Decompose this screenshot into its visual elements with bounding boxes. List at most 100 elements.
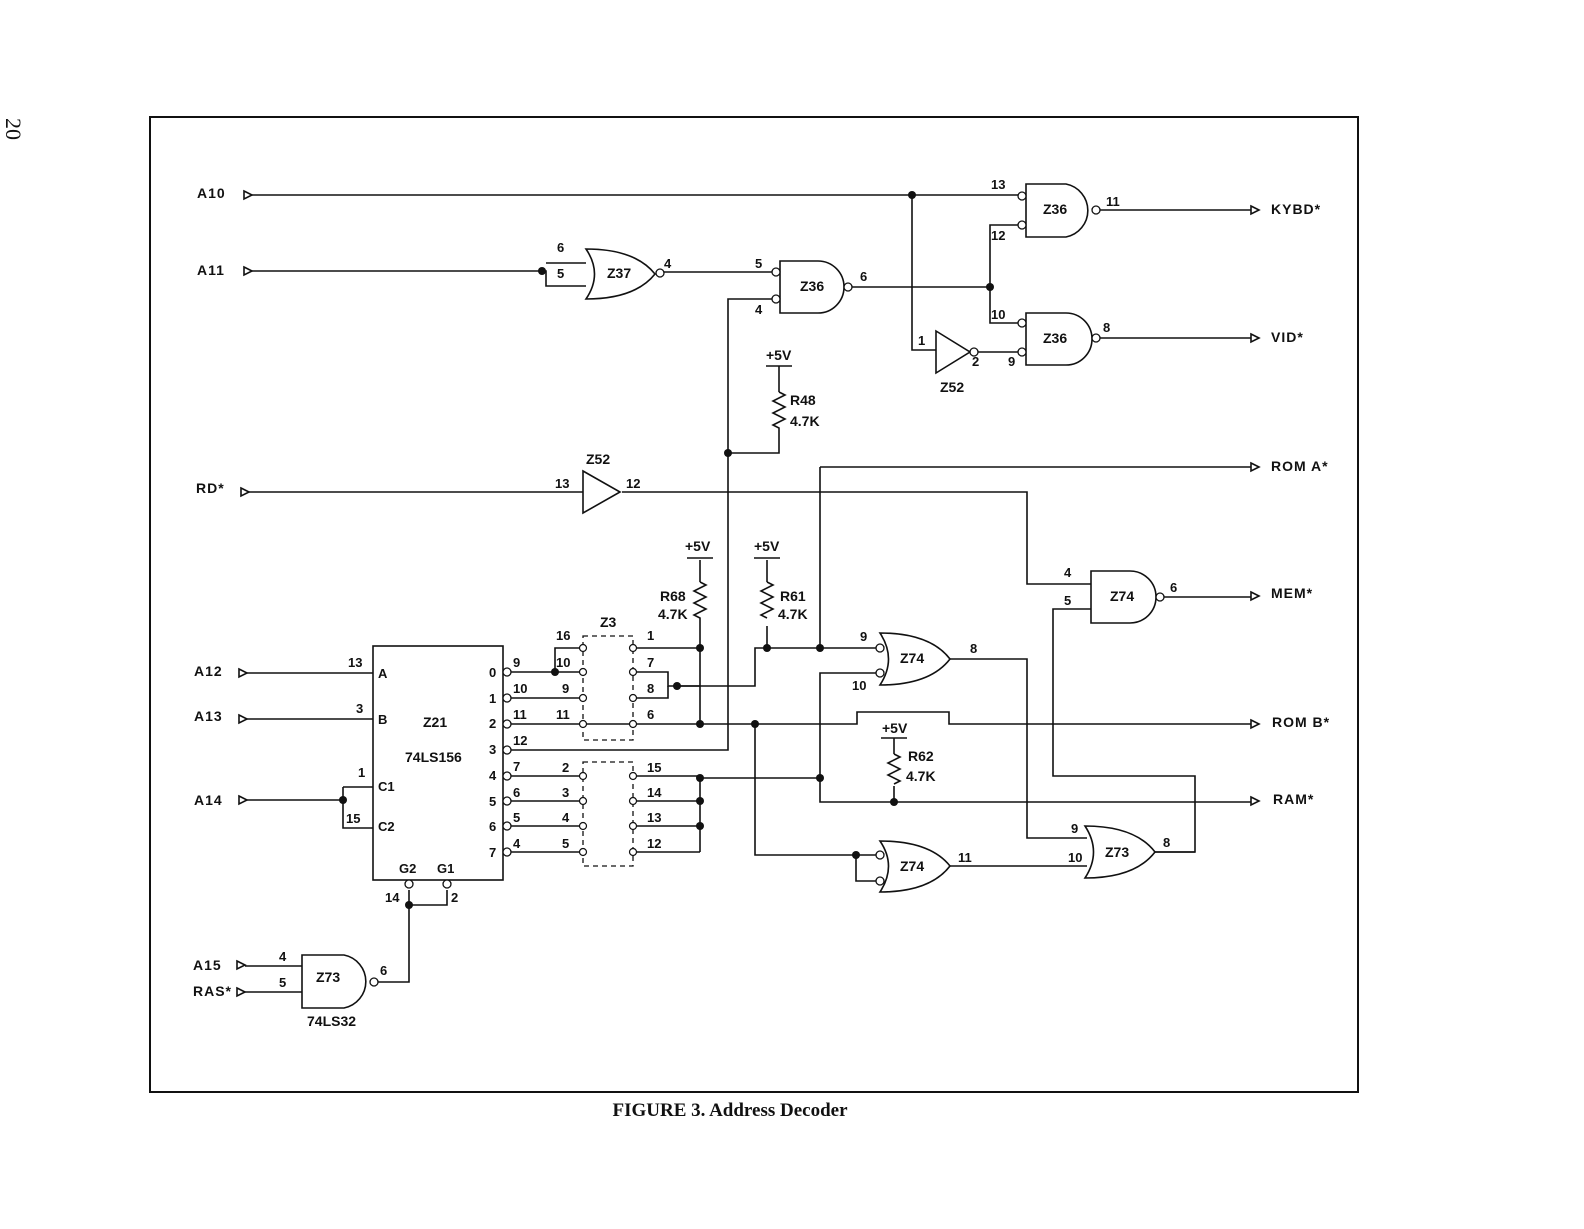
svg-text:10: 10	[513, 681, 527, 696]
decoder-z21: Z21 74LS156 A B C1 C2 G2 G1 0 1 2 3 4 5 …	[372, 645, 512, 889]
pin-numbers: 13 12 11 10 9 8 1 2 5 4 6 6 5 4 13 12 4 …	[279, 177, 1177, 990]
svg-text:5: 5	[557, 266, 564, 281]
gate-label: Z73	[316, 969, 340, 985]
figure-caption: FIGURE 3. Address Decoder	[612, 1100, 848, 1121]
output-4-label: 4	[489, 768, 497, 783]
svg-text:8: 8	[1163, 835, 1170, 850]
r61-label: R61	[780, 588, 806, 604]
svg-text:11: 11	[958, 850, 972, 865]
gate-z74-or-upper: Z74	[875, 632, 952, 686]
svg-text:11: 11	[1106, 194, 1120, 209]
svg-text:8: 8	[647, 681, 654, 696]
svg-text:4: 4	[513, 836, 521, 851]
svg-text:6: 6	[647, 707, 654, 722]
gate-label: Z74	[1110, 588, 1134, 604]
output-1-label: 1	[489, 691, 496, 706]
gate-label: Z74	[900, 858, 924, 874]
input-label-a10: A10	[197, 185, 226, 201]
r48-value: 4.7K	[790, 413, 820, 429]
gate-label: Z36	[800, 278, 824, 294]
output-0-label: 0	[489, 665, 496, 680]
svg-text:6: 6	[1170, 580, 1177, 595]
r62-label: R62	[908, 748, 934, 764]
gate-label: Z52	[940, 379, 964, 395]
svg-text:13: 13	[647, 810, 661, 825]
svg-text:10: 10	[852, 678, 866, 693]
input-label-ras: RAS*	[193, 983, 232, 999]
svg-text:6: 6	[380, 963, 387, 978]
svg-text:9: 9	[562, 681, 569, 696]
svg-text:1: 1	[918, 333, 925, 348]
gate-label: Z36	[1043, 330, 1067, 346]
svg-text:12: 12	[513, 733, 527, 748]
svg-text:11: 11	[513, 707, 527, 722]
vcc-label: +5V	[766, 347, 792, 363]
input-label-a15: A15	[193, 957, 222, 973]
svg-text:5: 5	[279, 975, 286, 990]
input-label-a12: A12	[194, 663, 223, 679]
svg-text:12: 12	[991, 228, 1005, 243]
input-label-rd: RD*	[196, 480, 225, 496]
svg-text:9: 9	[1071, 821, 1078, 836]
svg-text:10: 10	[1068, 850, 1082, 865]
gate-type-label: 74LS32	[307, 1013, 356, 1029]
svg-text:15: 15	[346, 811, 360, 826]
output-label-rom-b: ROM B*	[1272, 714, 1330, 730]
svg-text:5: 5	[755, 256, 762, 271]
vcc-label: +5V	[685, 538, 711, 554]
input-label-a11: A11	[197, 262, 225, 278]
svg-text:2: 2	[451, 890, 458, 905]
resistors: +5V R48 4.7K +5V R68 4.7K +5V R61 4.7K +…	[658, 347, 936, 785]
output-label-ram: RAM*	[1273, 791, 1314, 807]
svg-text:13: 13	[348, 655, 362, 670]
svg-text:5: 5	[562, 836, 569, 851]
output-6-label: 6	[489, 819, 496, 834]
svg-text:9: 9	[513, 655, 520, 670]
gate-z36-vid: Z36	[1017, 312, 1101, 366]
vcc-label: +5V	[754, 538, 780, 554]
svg-text:8: 8	[970, 641, 977, 656]
gate-z74-or-lower: Z74	[875, 840, 952, 893]
svg-text:2: 2	[972, 354, 979, 369]
svg-text:7: 7	[513, 759, 520, 774]
svg-text:4: 4	[664, 256, 672, 271]
input-label-a14: A14	[194, 792, 223, 808]
svg-text:4: 4	[755, 302, 763, 317]
svg-text:8: 8	[1103, 320, 1110, 335]
svg-text:10: 10	[556, 655, 570, 670]
jumper-block-z3: Z3	[578, 614, 638, 867]
svg-text:15: 15	[647, 760, 661, 775]
output-7-label: 7	[489, 845, 496, 860]
svg-text:6: 6	[557, 240, 564, 255]
input-signals: A10 A11 RD* A12 A13 A14 A15 RAS*	[193, 185, 254, 999]
svg-text:9: 9	[1008, 354, 1015, 369]
output-3-label: 3	[489, 742, 496, 757]
svg-text:4: 4	[1064, 565, 1072, 580]
svg-text:12: 12	[626, 476, 640, 491]
input-label-a13: A13	[194, 708, 223, 724]
output-label-rom-a: ROM A*	[1271, 458, 1329, 474]
output-label-vid: VID*	[1271, 329, 1304, 345]
svg-text:7: 7	[647, 655, 654, 670]
svg-text:10: 10	[991, 307, 1005, 322]
pin-b-label: B	[378, 712, 387, 727]
output-label-kybd: KYBD*	[1271, 201, 1321, 217]
svg-text:5: 5	[513, 810, 520, 825]
pin-c2-label: C2	[378, 819, 395, 834]
gate-z37: Z37	[584, 248, 665, 300]
svg-text:4: 4	[279, 949, 287, 964]
gate-label: Z36	[1043, 201, 1067, 217]
wires	[245, 194, 1251, 993]
diagram-frame	[149, 116, 1359, 1093]
svg-text:3: 3	[356, 701, 363, 716]
svg-text:14: 14	[647, 785, 662, 800]
gate-z73-or: Z73	[1083, 825, 1157, 879]
svg-text:4: 4	[562, 810, 570, 825]
gates: Z36 Z36 Z36 Z37 Z52	[301, 183, 1165, 1029]
gate-z52-inverter: Z52	[935, 329, 979, 395]
svg-text:9: 9	[860, 629, 867, 644]
svg-text:2: 2	[562, 760, 569, 775]
resistor-r68: +5V R68 4.7K	[658, 538, 713, 626]
r68-value: 4.7K	[658, 606, 688, 622]
